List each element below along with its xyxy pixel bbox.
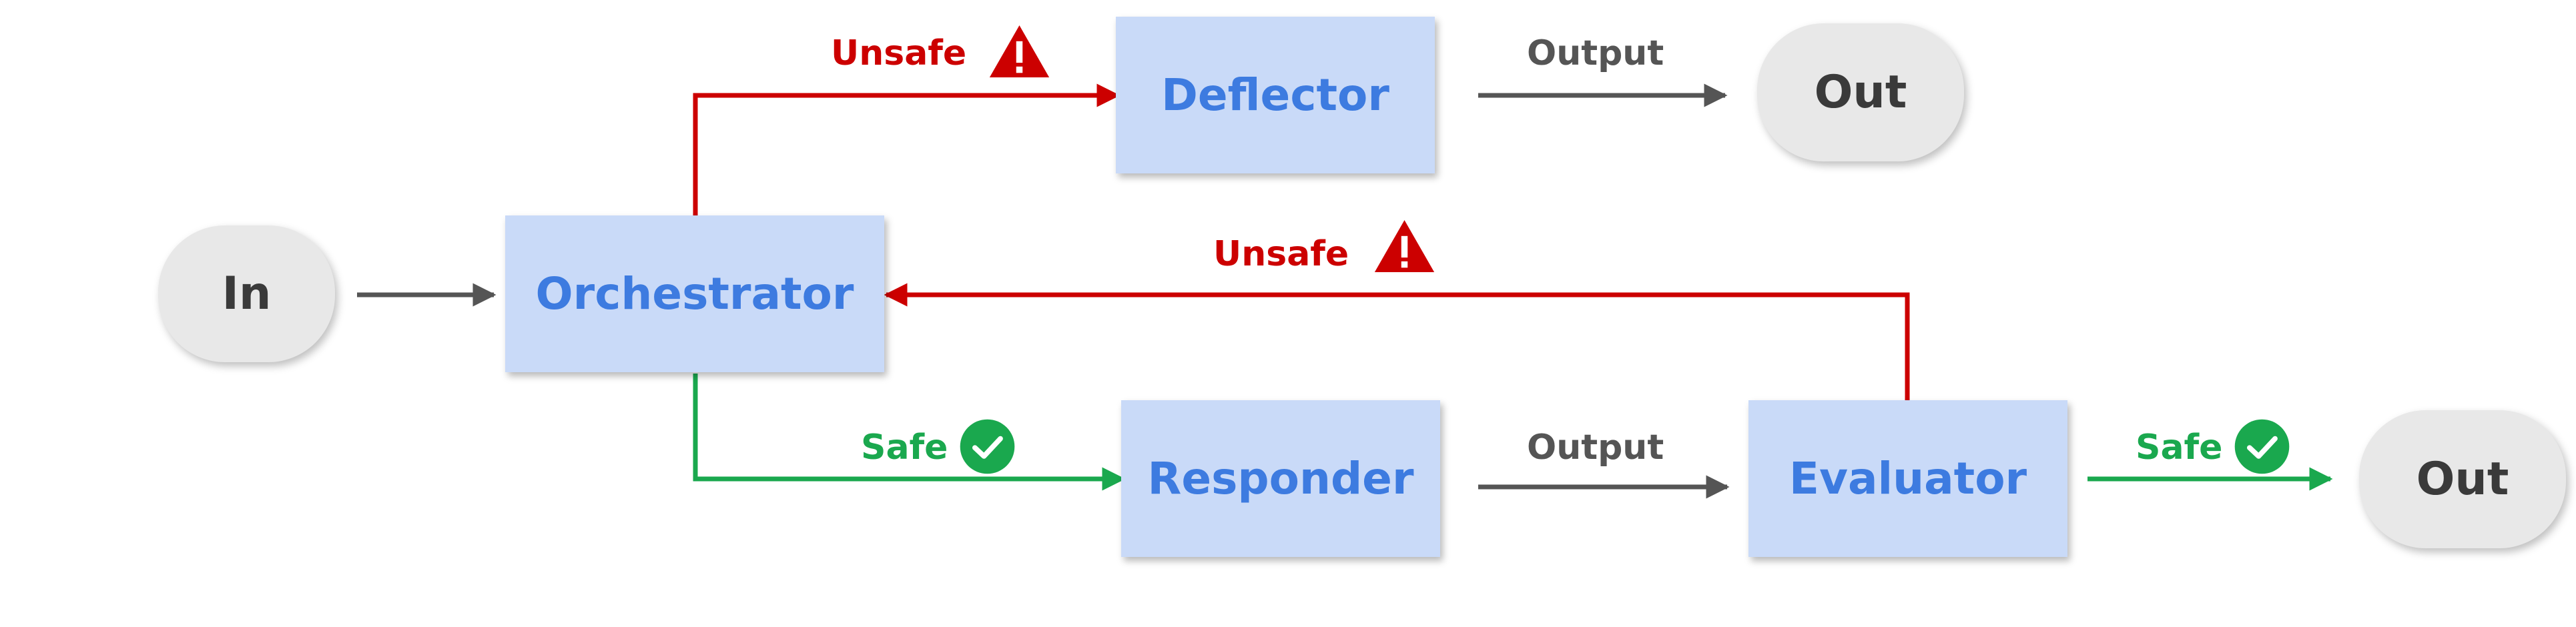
deflector-node: Deflector — [1116, 17, 1435, 173]
deflector-node-label: Deflector — [1161, 69, 1389, 121]
orchestrator-node-label: Orchestrator — [535, 268, 854, 320]
warning-triangle-icon — [1374, 220, 1435, 272]
check-circle-icon — [2234, 419, 2290, 474]
orchestrator-node: Orchestrator — [505, 215, 884, 372]
responder-node-label: Responder — [1147, 453, 1414, 504]
edge-label-responder-to-evaluator: Output — [1527, 428, 1664, 468]
edge-label-orchestrator-to-responder: Safe — [861, 428, 948, 468]
output-bottom-node: Out — [2359, 410, 2566, 548]
edge-label-orchestrator-to-deflector: Unsafe — [831, 33, 967, 73]
output-top-node: Out — [1757, 23, 1964, 161]
arrow-orchestrator-to-responder — [693, 374, 1126, 491]
input-node-label: In — [222, 267, 272, 320]
evaluator-node: Evaluator — [1748, 400, 2067, 557]
check-circle-icon — [960, 419, 1015, 474]
edge-label-evaluator-to-orchestrator: Unsafe — [1213, 234, 1349, 274]
edge-label-evaluator-to-out: Safe — [2136, 428, 2223, 468]
warning-triangle-icon — [989, 25, 1050, 77]
edge-label-deflector-to-out: Output — [1527, 33, 1664, 73]
arrow-orchestrator-to-deflector — [693, 83, 1120, 217]
responder-node: Responder — [1121, 400, 1440, 557]
arrow-evaluator-to-orchestrator — [884, 283, 1910, 400]
output-bottom-node-label: Out — [2416, 453, 2509, 506]
input-node: In — [158, 225, 335, 362]
output-top-node-label: Out — [1814, 66, 1907, 119]
evaluator-node-label: Evaluator — [1789, 453, 2027, 504]
